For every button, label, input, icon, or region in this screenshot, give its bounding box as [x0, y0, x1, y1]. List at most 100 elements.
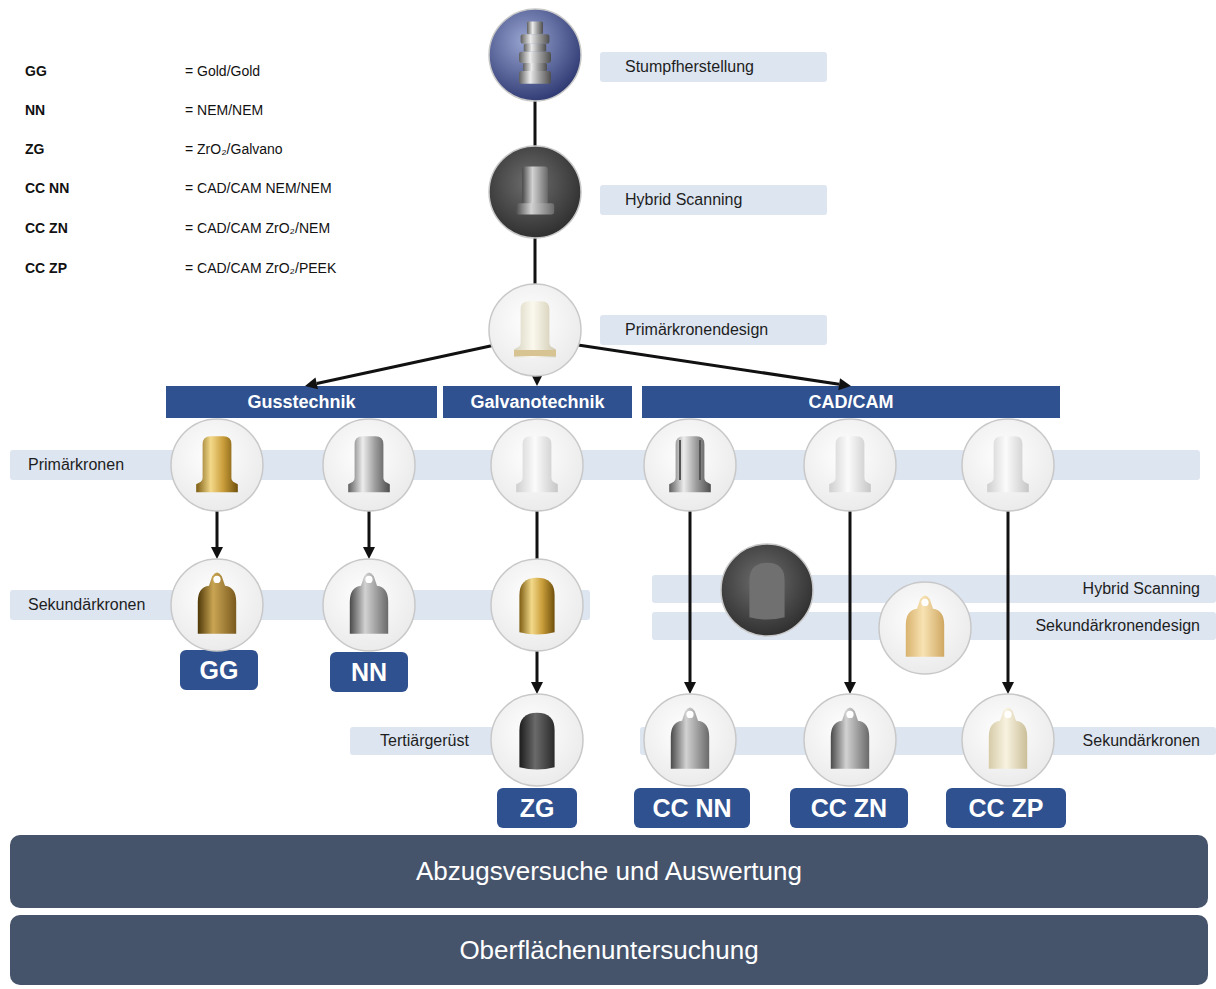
abbreviation: CC ZP: [25, 259, 67, 277]
crown-photo: [962, 694, 1054, 786]
stump-photo: [489, 9, 581, 101]
abbreviation: CC ZN: [25, 219, 68, 237]
method-header: Galvanotechnik: [443, 386, 632, 418]
arrow-line: [368, 511, 371, 548]
connector: [535, 100, 536, 147]
node-text: Stumpfherstellung: [625, 58, 754, 76]
crown-photo: [323, 419, 415, 511]
crown-photo: [962, 419, 1054, 511]
arrow-line: [216, 511, 219, 548]
crown-photo: [644, 419, 736, 511]
band-fill: Hybrid Scanning: [600, 185, 827, 215]
abbreviation-text: NN: [25, 102, 45, 118]
abbreviation-text: CC NN: [25, 180, 69, 196]
crown-photo: [323, 559, 415, 651]
arrowhead: [1002, 682, 1014, 694]
arrowhead: [684, 682, 696, 694]
node-text: CC NN: [652, 794, 731, 823]
arrowhead: [838, 378, 851, 390]
node-text: Abzugsversuche und Auswertung: [416, 856, 802, 887]
node-text: Tertiärgerüst: [380, 732, 469, 750]
node-text: CAD/CAM: [809, 392, 894, 413]
abbreviation-text: ZG: [25, 141, 44, 157]
node-text: Hybrid Scanning: [1083, 580, 1200, 598]
group-tag: CC ZN: [790, 788, 908, 828]
crown-photo: [171, 419, 263, 511]
process-arrows: [211, 511, 1014, 694]
node-text: Gusstechnik: [247, 392, 355, 413]
connector: [578, 345, 851, 390]
node-text: NN: [351, 658, 387, 687]
definition-text: = CAD/CAM ZrO₂/NEM: [185, 220, 330, 236]
method-header: Gusstechnik: [166, 386, 437, 418]
stage-bar: Oberflächenuntersuchung: [10, 915, 1208, 985]
connector-line: [317, 345, 495, 383]
node-text: Sekundärkronen: [28, 596, 145, 614]
group-tag: ZG: [497, 788, 577, 828]
node-text: ZG: [520, 794, 555, 823]
method-header: CAD/CAM: [642, 386, 1060, 418]
arrow-line: [1007, 511, 1010, 683]
abbreviation-definition: = Gold/Gold: [185, 62, 260, 80]
arrowhead: [531, 682, 543, 694]
abbreviation: NN: [25, 101, 45, 119]
arrow-line: [536, 651, 539, 683]
abbreviation-definition: = CAD/CAM ZrO₂/PEEK: [185, 259, 336, 277]
arrowhead: [211, 547, 223, 559]
node-text: Hybrid Scanning: [625, 191, 742, 209]
abbreviation: ZG: [25, 140, 44, 158]
definition-text: = ZrO₂/Galvano: [185, 141, 283, 157]
definition-text: = NEM/NEM: [185, 102, 263, 118]
arrow-line: [536, 511, 539, 560]
stage-bar: Abzugsversuche und Auswertung: [10, 835, 1208, 908]
abbreviation-text: GG: [25, 63, 47, 79]
abbreviation-definition: = NEM/NEM: [185, 101, 263, 119]
arrow-line: [689, 511, 692, 683]
crown-photo: [491, 559, 583, 651]
abbreviation-definition: = ZrO₂/Galvano: [185, 140, 283, 158]
abbreviation: GG: [25, 62, 47, 80]
node-text: Sekundärkronendesign: [1035, 617, 1200, 635]
definition-text: = Gold/Gold: [185, 63, 260, 79]
node-text: CC ZP: [969, 794, 1044, 823]
crown-photo: [491, 694, 583, 786]
crown-photo: [804, 419, 896, 511]
band-fill: Stumpfherstellung: [600, 52, 827, 82]
band-fill: Primärkronendesign: [600, 315, 827, 345]
abbreviation: CC NN: [25, 179, 69, 197]
abbreviation-text: CC ZP: [25, 260, 67, 276]
node-text: Oberflächenuntersuchung: [459, 935, 758, 966]
definition-text: = CAD/CAM ZrO₂/PEEK: [185, 260, 336, 276]
group-tag: CC ZP: [946, 788, 1066, 828]
arrowhead: [305, 378, 318, 390]
node-text: CC ZN: [811, 794, 887, 823]
design-photo: [489, 284, 581, 376]
group-tag: NN: [330, 652, 408, 692]
node-text: Primärkronen: [28, 456, 124, 474]
connector-line: [534, 237, 537, 285]
group-tag: GG: [180, 650, 258, 690]
scan-photo: [721, 544, 813, 636]
crown-photo: [804, 694, 896, 786]
abbreviation-definition: = CAD/CAM ZrO₂/NEM: [185, 219, 330, 237]
scan-photo: [489, 146, 581, 238]
connector: [535, 237, 536, 285]
arrow-line: [849, 511, 852, 683]
arrowhead: [363, 547, 375, 559]
crown-photo: [171, 559, 263, 651]
connector: [305, 345, 495, 389]
group-tag: CC NN: [634, 788, 750, 828]
node-text: GG: [200, 656, 239, 685]
node-text: Primärkronendesign: [625, 321, 768, 339]
crown-photo: [644, 694, 736, 786]
abbreviation-text: CC ZN: [25, 220, 68, 236]
node-text: Sekundärkronen: [1083, 732, 1200, 750]
arrowhead: [844, 682, 856, 694]
crown-photo: [491, 419, 583, 511]
connector-line: [534, 100, 537, 147]
design-photo: [879, 582, 971, 674]
abbreviation-definition: = CAD/CAM NEM/NEM: [185, 179, 332, 197]
connector-line: [578, 345, 839, 384]
definition-text: = CAD/CAM NEM/NEM: [185, 180, 332, 196]
